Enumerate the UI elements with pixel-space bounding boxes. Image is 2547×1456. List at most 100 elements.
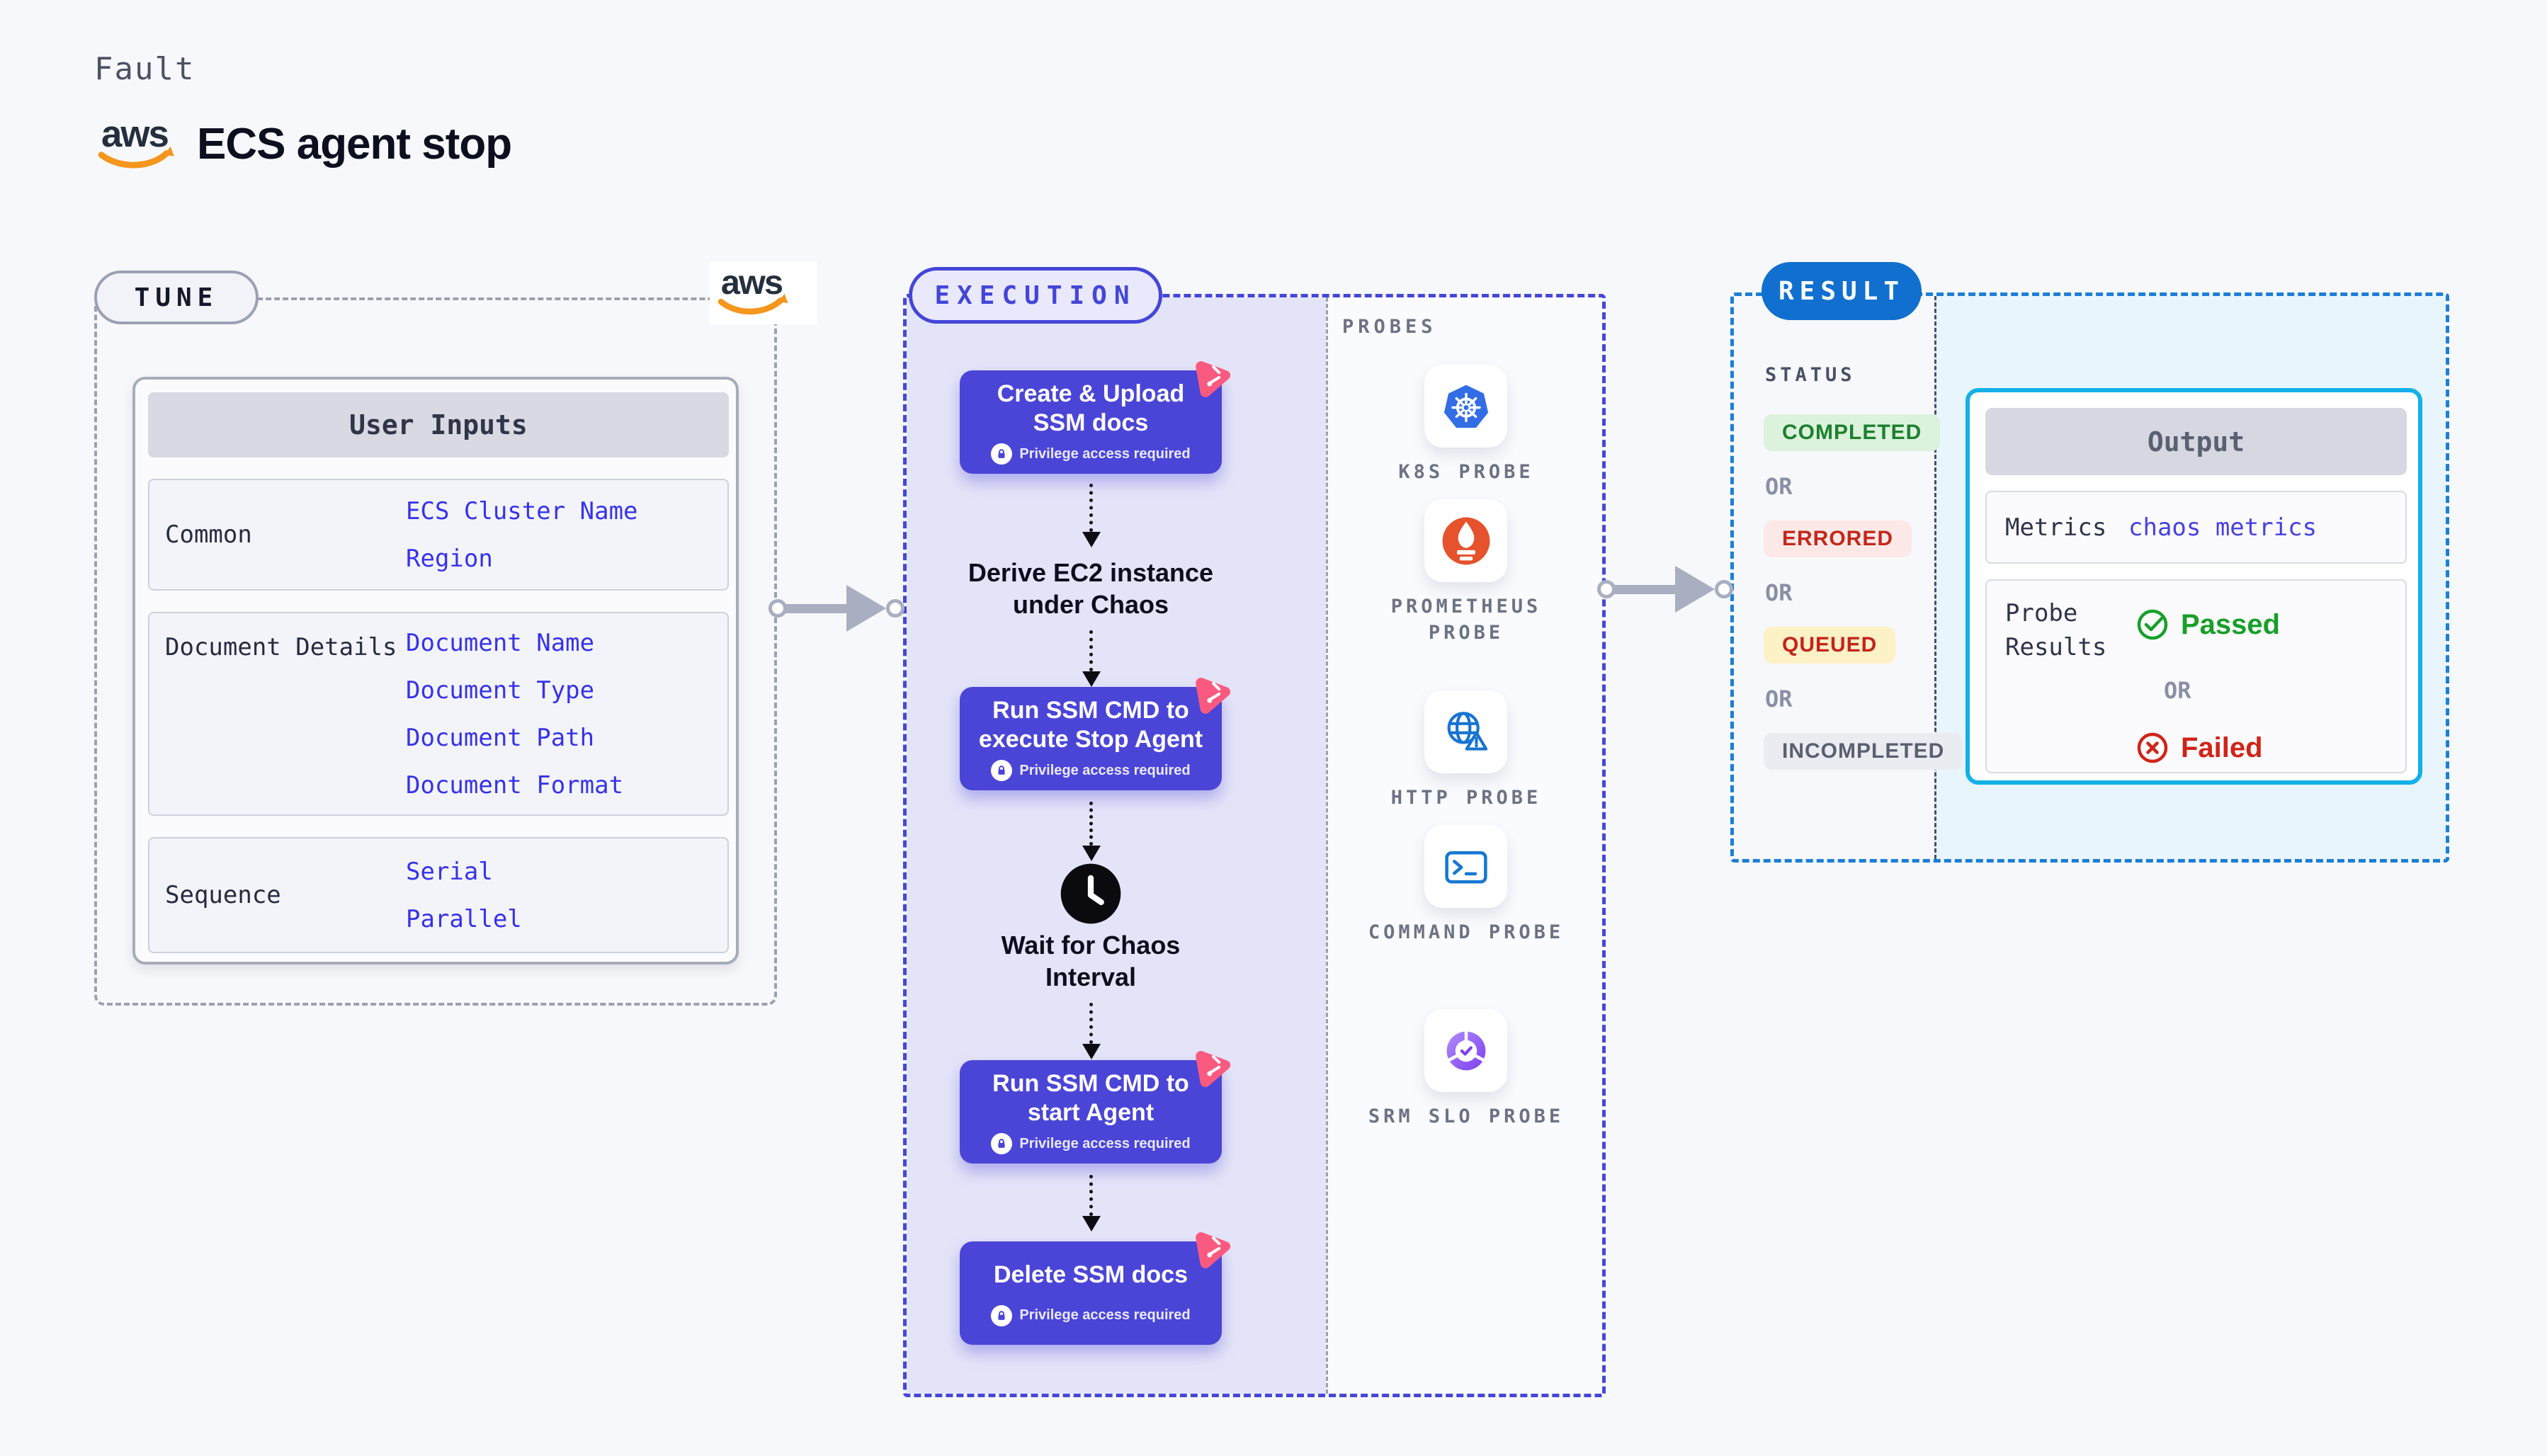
result-section-label: RESULT xyxy=(1778,276,1905,306)
kubernetes-icon xyxy=(1443,385,1488,428)
user-inputs-table: User Inputs Common ECS Cluster Name Regi… xyxy=(132,377,739,965)
connector-dot xyxy=(1715,580,1733,598)
result-status-divider xyxy=(1934,296,1936,859)
table-row-document-details: Document Details Document Name Document … xyxy=(148,612,729,816)
execution-section-label: EXECUTION xyxy=(934,280,1137,310)
or-separator: OR xyxy=(1765,473,1793,500)
srm-slo-probe-card xyxy=(1424,1009,1507,1092)
step-title-line: Run SSM CMD to xyxy=(992,697,1189,724)
tune-to-execution-arrow xyxy=(768,585,904,632)
step-delete-ssm-docs: Delete SSM docs Privilege access require… xyxy=(960,1232,1231,1345)
step-title-line: start Agent xyxy=(1027,1099,1155,1126)
aws-logo-text: aws xyxy=(101,113,169,155)
chaos-icon xyxy=(1196,1232,1231,1268)
flow-text-line: Wait for Chaos xyxy=(1001,931,1181,960)
privilege-badge: Privilege access required xyxy=(1019,445,1191,462)
check-circle-icon xyxy=(2137,609,2168,640)
step-wait-for-chaos-interval: Wait for Chaos Interval xyxy=(960,929,1222,993)
row-value: Document Path xyxy=(406,723,595,752)
arrow-head xyxy=(846,585,886,632)
status-badge-incompleted: INCOMPLETED xyxy=(1764,733,1963,770)
lock-icon xyxy=(991,760,1013,781)
wait-clock-icon xyxy=(1058,861,1123,926)
step-run-ssm-cmd-start-agent: Run SSM CMD to start Agent Privilege acc… xyxy=(960,1051,1231,1164)
page-title: ECS agent stop xyxy=(197,120,512,169)
result-section-pill: RESULT xyxy=(1762,262,1922,320)
or-separator: OR xyxy=(1765,686,1793,712)
status-badge-errored: ERRORED xyxy=(1764,521,1912,557)
execution-section-pill: EXECUTION xyxy=(909,267,1162,324)
x-circle-icon xyxy=(2137,732,2168,763)
fault-kicker: Fault xyxy=(94,51,195,87)
row-value: Document Type xyxy=(406,676,595,705)
aws-corner-patch: aws xyxy=(710,262,817,324)
row-value: Document Name xyxy=(406,628,595,657)
step-title-line: execute Stop Agent xyxy=(978,726,1203,753)
step-title-line: Run SSM CMD to xyxy=(992,1070,1189,1097)
probe-label: HTTP PROBE xyxy=(1390,787,1542,809)
row-value: Parallel xyxy=(406,904,522,933)
metrics-label: Metrics xyxy=(2005,513,2107,542)
table-row-common: Common ECS Cluster Name Region xyxy=(148,479,729,591)
passed-verdict: Passed xyxy=(2135,608,2280,642)
passed-label: Passed xyxy=(2181,608,2281,640)
probe-label: PROMETHEUS PROBE xyxy=(1390,596,1542,644)
probe-label: COMMAND PROBE xyxy=(1368,921,1565,943)
terminal-icon xyxy=(1444,851,1487,884)
probe-results-row: Probe Results Passed OR Failed xyxy=(1985,579,2407,773)
aws-icon: aws xyxy=(717,263,788,315)
probe-label: K8S PROBE xyxy=(1398,461,1534,483)
row-label: Common xyxy=(165,521,252,549)
execution-probes-divider xyxy=(1326,297,1328,1394)
chaos-icon xyxy=(1196,678,1231,714)
aws-logo: aws xyxy=(93,112,176,176)
flow-text-line: under Chaos xyxy=(1012,590,1169,619)
metrics-row: Metrics chaos metrics xyxy=(1985,491,2407,564)
failed-verdict: Failed xyxy=(2135,731,2263,765)
row-value: Document Format xyxy=(406,770,624,800)
or-separator: OR xyxy=(2164,677,2191,704)
execution-flow-background xyxy=(907,297,1326,1394)
privilege-badge: Privilege access required xyxy=(1019,1307,1191,1323)
step-title-line: Delete SSM docs xyxy=(994,1261,1188,1288)
probe-results-label: Probe Results xyxy=(2005,599,2107,661)
chaos-icon xyxy=(1196,361,1231,397)
row-value: ECS Cluster Name xyxy=(406,496,638,525)
lock-icon xyxy=(991,1304,1013,1326)
execution-to-result-arrow xyxy=(1597,566,1733,613)
aws-swoosh xyxy=(98,150,170,169)
http-probe-card xyxy=(1424,690,1507,773)
arrow-head xyxy=(1675,566,1715,613)
status-badge-completed: COMPLETED xyxy=(1764,414,1941,451)
tune-section-pill: TUNE xyxy=(94,271,259,324)
metrics-value: chaos metrics xyxy=(2128,513,2318,542)
tune-section-label: TUNE xyxy=(134,283,219,312)
row-label: Sequence xyxy=(165,881,281,909)
table-title: User Inputs xyxy=(148,392,729,457)
status-badge-queued: QUEUED xyxy=(1764,627,1896,664)
step-create-upload-ssm-docs: Create & Upload SSM docs Privilege acces… xyxy=(960,361,1231,474)
flow-text-line: Interval xyxy=(1045,962,1137,991)
probe-label: SRM SLO PROBE xyxy=(1368,1105,1565,1127)
lock-icon xyxy=(991,1133,1013,1154)
execution-section-border xyxy=(903,294,1606,1397)
prometheus-icon xyxy=(1442,517,1490,564)
globe-warning-icon xyxy=(1447,711,1487,751)
chaos-icon xyxy=(1196,1051,1231,1087)
row-value: Region xyxy=(406,544,493,573)
row-value: Serial xyxy=(406,857,493,886)
status-column-label: STATUS xyxy=(1765,364,1856,386)
svg-text:aws: aws xyxy=(721,263,783,302)
step-run-ssm-cmd-stop-agent: Run SSM CMD to execute Stop Agent Privil… xyxy=(960,678,1231,790)
table-row-sequence: Sequence Serial Parallel xyxy=(148,837,729,953)
privilege-badge: Privilege access required xyxy=(1019,1135,1191,1151)
step-title-line: Create & Upload xyxy=(997,380,1185,407)
privilege-badge: Privilege access required xyxy=(1019,762,1191,778)
failed-label: Failed xyxy=(2181,732,2263,763)
connector-dot xyxy=(886,599,904,618)
k8s-probe-card xyxy=(1424,365,1507,448)
slo-pie-icon xyxy=(1446,1028,1486,1070)
row-label: Document Details xyxy=(165,633,397,661)
prometheus-probe-card xyxy=(1424,499,1507,582)
